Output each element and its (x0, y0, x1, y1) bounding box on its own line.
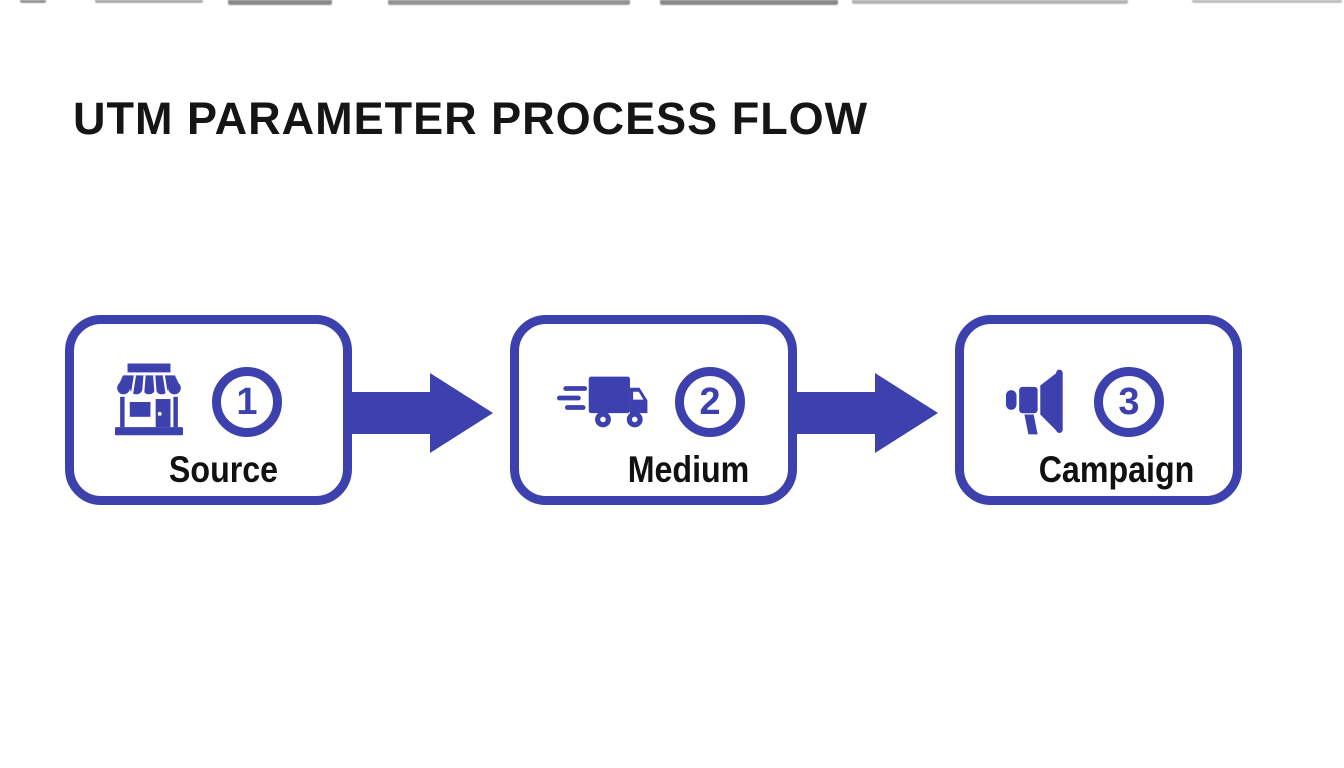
top-edge-mark (660, 0, 838, 5)
step-source-icon-row: 1 (74, 363, 343, 441)
top-edge-mark (20, 0, 46, 3)
step-campaign: 3 Campaign (955, 315, 1242, 505)
top-edge-mark (228, 0, 332, 5)
step-source: 1 Source (65, 315, 352, 505)
step-number-badge: 2 (675, 367, 745, 437)
step-medium-icon-row: 2 (519, 364, 788, 440)
step-campaign-icon-row: 3 (964, 364, 1233, 440)
step-number-badge: 3 (1094, 367, 1164, 437)
top-edge-mark (388, 0, 630, 5)
step-campaign-label: Campaign (1038, 449, 1195, 490)
top-edge-mark (95, 0, 203, 3)
step-number-badge: 1 (212, 367, 282, 437)
top-edge-mark (852, 0, 1128, 4)
right-arrow-icon (795, 373, 938, 453)
right-arrow-icon (350, 373, 493, 453)
megaphone-icon (1002, 368, 1068, 436)
step-source-label: Source (168, 449, 279, 490)
step-medium-label: Medium (627, 449, 750, 490)
delivery-truck-icon (557, 371, 649, 433)
step-medium: 2 Medium (510, 315, 797, 505)
storefront-icon (112, 363, 186, 441)
page-title: UTM PARAMETER PROCESS FLOW (73, 93, 869, 144)
top-edge-artifact (0, 0, 1344, 8)
top-edge-mark (1192, 0, 1342, 3)
